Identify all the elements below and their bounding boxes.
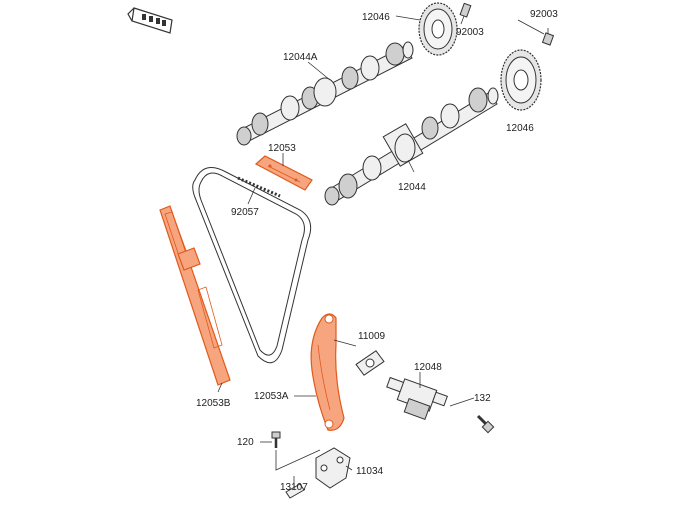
label-gasket: 11009 (358, 331, 386, 342)
pin (285, 483, 305, 499)
leader-lines (217, 15, 545, 488)
label-pin: 13107 (280, 482, 308, 493)
camshaft-lower (324, 87, 499, 206)
label-sprocket-left: 12046 (362, 12, 390, 23)
label-guide-left: 12053B (196, 398, 231, 409)
camshaft-sprocket-right (500, 49, 542, 111)
label-sprocket-right: 12046 (506, 123, 534, 134)
assembly-line (275, 449, 321, 471)
chain-guide-top (254, 155, 313, 191)
camshaft-sprocket-left (418, 2, 458, 56)
label-camshaft-upper: 12044A (283, 52, 318, 63)
label-tensioner-arm: 12053A (254, 391, 289, 402)
label-guide-top: 12053 (268, 143, 296, 154)
sprocket-bolt-right (541, 28, 555, 46)
timing-chain (192, 167, 312, 364)
camshaft-upper (236, 41, 414, 146)
chain-tensioner (386, 376, 448, 420)
label-bracket: 11034 (356, 466, 384, 477)
label-bolt-left: 92003 (456, 27, 484, 38)
label-tensioner: 12048 (414, 362, 442, 373)
gasket (355, 350, 385, 376)
label-bolt-right: 92003 (530, 9, 558, 20)
bracket-bolt (271, 431, 281, 448)
chain-guide-left (159, 205, 231, 386)
sprocket-bolt-left (459, 2, 472, 25)
front-direction-icon (127, 7, 173, 34)
label-bolt-bracket: 120 (237, 437, 254, 448)
label-bolt-tensioner: 132 (474, 393, 491, 404)
bracket (315, 447, 351, 489)
label-camshaft-lower: 12044 (398, 182, 426, 193)
tensioner-arm (310, 313, 345, 431)
tensioner-bolt (476, 414, 495, 434)
label-chain: 92057 (231, 207, 259, 218)
